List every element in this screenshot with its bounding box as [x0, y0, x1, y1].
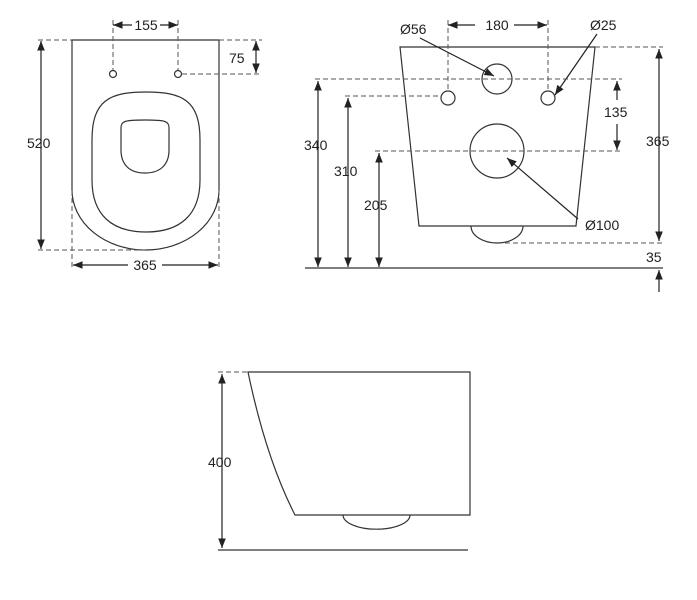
bowl-outline	[71, 39, 220, 251]
dim-135: 135	[604, 104, 628, 120]
side-view: 400	[208, 371, 471, 551]
fixing-hole	[108, 69, 118, 79]
dim-dia-25: Ø25	[590, 17, 617, 33]
dim-35: 35	[646, 249, 662, 265]
top-view: 155 75 520 365	[27, 17, 262, 273]
seat-outline	[91, 91, 201, 233]
front-outline	[399, 46, 596, 227]
bowl-opening	[120, 119, 170, 174]
dim-205: 205	[364, 197, 388, 213]
dim-365-height: 365	[646, 133, 670, 149]
dim-155: 155	[134, 17, 158, 33]
dim-dia-56: Ø56	[400, 21, 427, 37]
bottom-bump	[342, 514, 411, 530]
dim-340: 340	[304, 137, 328, 153]
fixing-hole	[440, 90, 456, 106]
fixing-hole	[173, 69, 183, 79]
front-view: 180 Ø56 Ø25 Ø100 340 310 205 135 365 35	[304, 17, 670, 292]
dim-310: 310	[334, 163, 358, 179]
dim-180: 180	[485, 17, 509, 33]
fixing-hole	[540, 90, 556, 106]
dim-dia-100: Ø100	[585, 217, 619, 233]
bottom-bump	[470, 225, 524, 244]
dim-520: 520	[27, 135, 51, 151]
dim-365: 365	[133, 257, 157, 273]
dim-400: 400	[208, 454, 232, 470]
dim-75: 75	[229, 50, 245, 66]
side-outline	[247, 371, 471, 516]
